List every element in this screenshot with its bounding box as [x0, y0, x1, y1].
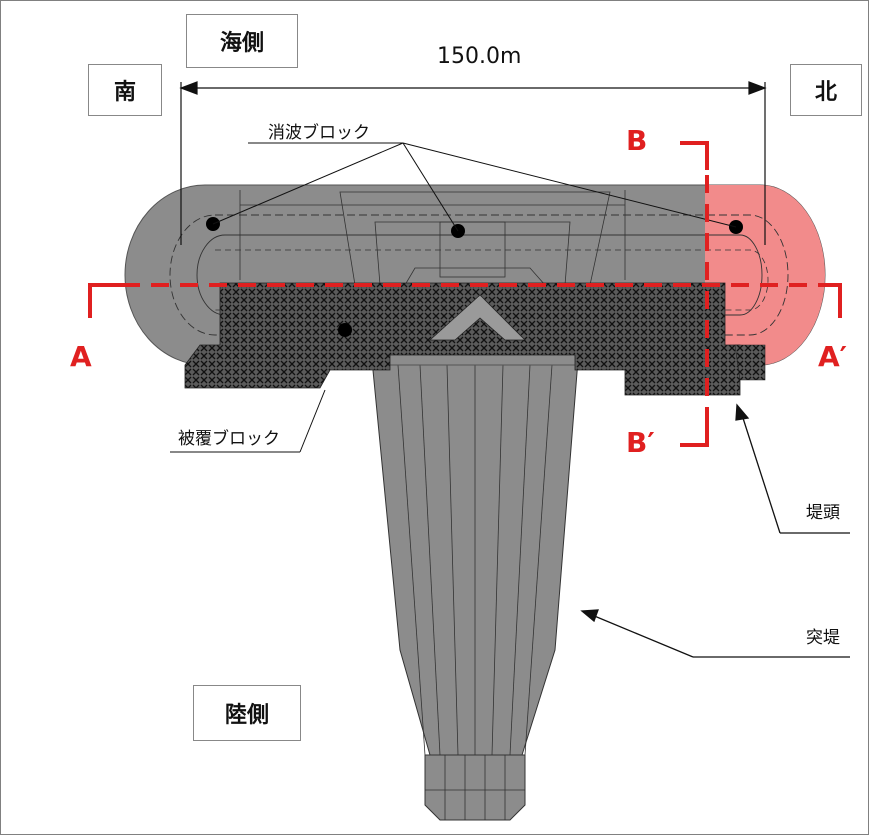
jetty-arrow — [580, 609, 850, 658]
section-a-label: A — [70, 340, 92, 373]
jetty-label: 突堤 — [806, 628, 840, 648]
section-b-label: B — [626, 124, 648, 157]
wave-block-leaders — [212, 142, 737, 232]
marker-dot — [338, 323, 352, 337]
section-line-a — [88, 283, 842, 318]
armor-block-area — [184, 282, 766, 396]
section-a-prime-label: A′ — [818, 340, 848, 373]
armor-block-label: 被覆ブロック — [178, 429, 280, 449]
dimension-line — [179, 81, 767, 245]
armor-block-leader — [170, 389, 326, 453]
land-side-label: 陸側 — [193, 685, 301, 741]
sea-side-label: 海側 — [186, 14, 298, 68]
jetty-body — [371, 359, 579, 821]
north-label: 北 — [790, 64, 862, 116]
dimension-label: 150.0m — [437, 44, 522, 69]
breakwater-head-label: 堤頭 — [806, 503, 840, 523]
section-line-b — [680, 141, 709, 447]
breakwater-head-arrow — [735, 403, 850, 534]
south-label: 南 — [88, 64, 162, 116]
wave-block-label: 消波ブロック — [268, 123, 370, 143]
section-b-prime-label: B′ — [626, 426, 655, 459]
